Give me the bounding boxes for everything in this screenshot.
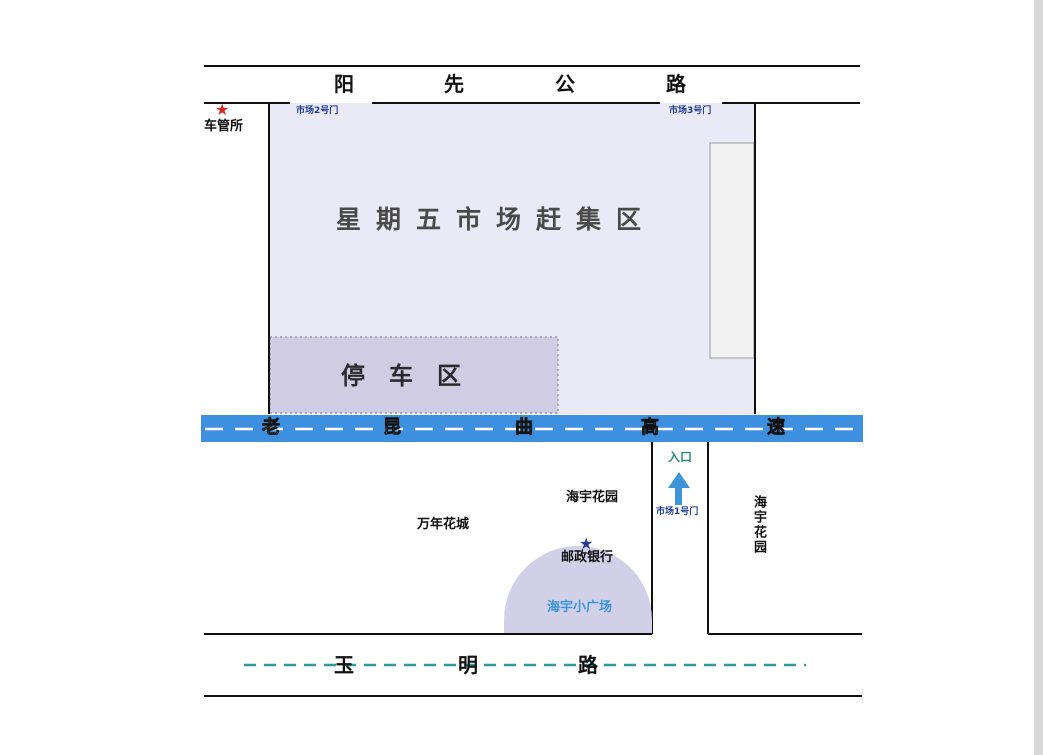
bottom-road-name-char-1: 玉 — [334, 653, 354, 677]
bottom-road-name-char-3: 路 — [578, 653, 598, 677]
gate-3-label: 市场3号门 — [669, 106, 712, 116]
market-area-title: 星期五市场赶集区 — [336, 205, 657, 234]
top-road-name-char-2: 先 — [444, 72, 464, 96]
plaza-area — [504, 546, 652, 634]
market-side-building — [709, 142, 755, 359]
blue-star-icon: ★ — [579, 534, 594, 553]
haiyu-garden-label: 海宇花园 — [566, 490, 619, 505]
haiyu-garden-vertical-label: 海宇花园 — [751, 495, 766, 555]
plaza-label: 海宇小广场 — [547, 600, 613, 615]
bottom-road-name-char-2: 明 — [458, 653, 478, 677]
highway-name-char-5: 速 — [767, 417, 786, 438]
highway-name-char-3: 曲 — [515, 417, 534, 438]
highway-name-char-2: 昆 — [383, 417, 402, 438]
entry-label: 入口 — [668, 450, 693, 464]
wannian-flower-city-label: 万年花城 — [417, 517, 470, 532]
top-road-name-char-1: 阳 — [334, 72, 354, 96]
vehicle-office-label: 车管所 — [204, 119, 244, 134]
parking-area-title: 停车区 — [341, 362, 485, 390]
top-road-name-char-4: 路 — [666, 72, 686, 96]
gate-1-label: 市场1号门 — [656, 507, 699, 517]
gate-2-label: 市场2号门 — [296, 106, 339, 116]
highway-name-char-4: 高 — [641, 417, 660, 438]
page-edge-strip — [1034, 0, 1043, 755]
parking-area — [269, 336, 559, 414]
post-bank-label: 邮政银行 — [561, 550, 614, 565]
up-arrow-icon — [668, 472, 690, 505]
top-road-name-char-3: 公 — [555, 72, 575, 96]
red-star-icon: ★ — [215, 100, 230, 119]
highway-name-char-1: 老 — [262, 417, 281, 438]
